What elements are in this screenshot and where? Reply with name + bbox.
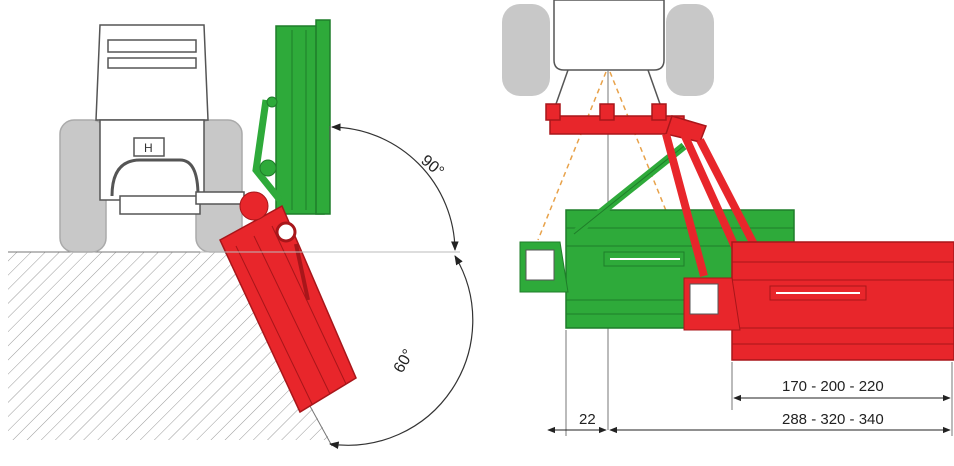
tyre-right-top	[666, 4, 714, 96]
inner-reach-label: 170 - 200 - 220	[782, 378, 884, 395]
arc-90	[331, 123, 459, 251]
mower-raised	[252, 19, 331, 215]
red-arm	[662, 132, 764, 278]
tyre-left-top	[502, 4, 550, 96]
pto-shaft	[195, 191, 245, 205]
arc-60	[329, 255, 474, 450]
top-view: 170 - 200 - 220 288 - 320 - 340 22	[502, 0, 954, 436]
angle-60-label: 60°	[391, 347, 418, 376]
svg-text:H: H	[144, 141, 153, 155]
rear-view: H 90° 60°	[8, 19, 474, 450]
hitch-frame	[545, 103, 707, 143]
tractor-rear: H	[59, 24, 245, 253]
tractor-top	[553, 0, 665, 71]
offset-label: 22	[579, 411, 596, 428]
left-tyre	[59, 119, 107, 253]
red-deck	[683, 241, 954, 361]
rear-bumper	[110, 158, 200, 197]
angle-90-label: 90°	[417, 152, 446, 181]
outer-reach-label: 288 - 320 - 340	[782, 411, 884, 428]
